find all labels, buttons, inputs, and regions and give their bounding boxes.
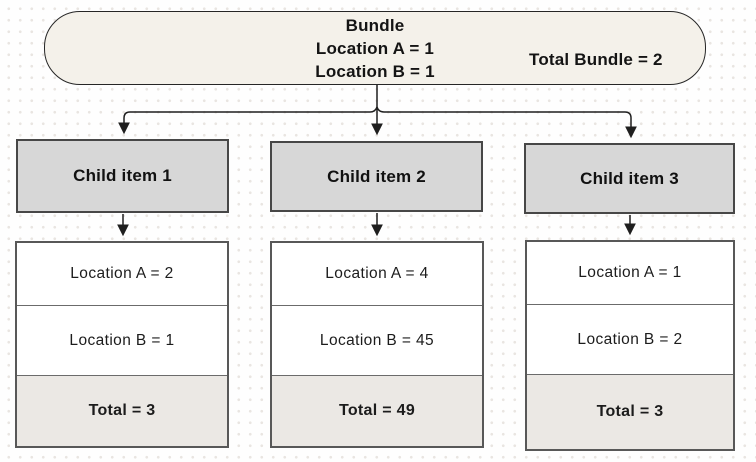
row-location-a: Location A = 4 <box>272 243 482 306</box>
child-table-3: Location A = 1 Location B = 2 Total = 3 <box>525 240 735 451</box>
branch-right <box>376 106 637 139</box>
row-location-b: Location B = 2 <box>527 305 733 375</box>
bundle-node: Bundle Location A = 1 Location B = 1 <box>44 11 706 85</box>
bundle-location-a: Location A = 1 <box>315 38 435 58</box>
child-header-2: Child item 2 <box>270 141 483 212</box>
branch-left <box>118 106 378 135</box>
row-location-a: Location A = 2 <box>17 243 227 306</box>
child-table-2: Location A = 4 Location B = 45 Total = 4… <box>270 241 484 448</box>
child-header-3: Child item 3 <box>524 143 735 214</box>
child-header-1: Child item 1 <box>16 139 229 213</box>
row-location-a: Location A = 1 <box>527 242 733 305</box>
total-bundle-label: Total Bundle = 2 <box>529 50 663 69</box>
row-location-b: Location B = 1 <box>17 306 227 376</box>
row-location-b: Location B = 45 <box>272 306 482 376</box>
child-table-1: Location A = 2 Location B = 1 Total = 3 <box>15 241 229 448</box>
row-total: Total = 3 <box>527 375 733 449</box>
bundle-title: Bundle <box>345 15 405 35</box>
row-total: Total = 3 <box>17 376 227 446</box>
child-label: Child item 3 <box>580 168 679 188</box>
child-label: Child item 2 <box>327 166 426 186</box>
child-label: Child item 1 <box>73 166 172 185</box>
bundle-location-b: Location B = 1 <box>315 61 435 81</box>
row-total: Total = 49 <box>272 376 482 446</box>
